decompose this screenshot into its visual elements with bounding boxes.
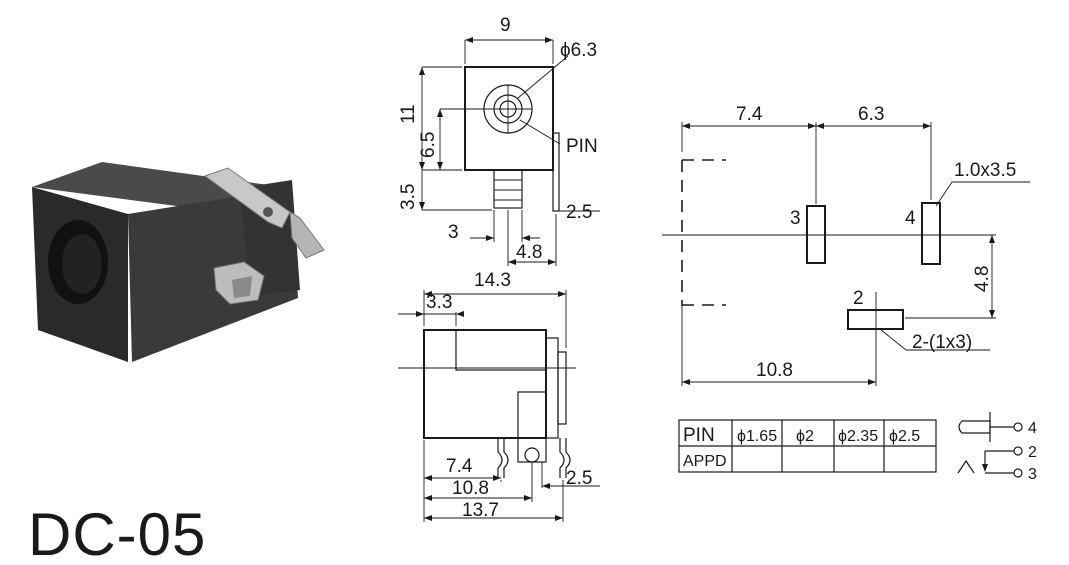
model-name: DC-05 bbox=[28, 501, 206, 565]
pad4-label: 4 bbox=[905, 208, 916, 229]
table-header-d2: ϕ2 bbox=[796, 428, 814, 445]
footprint-view bbox=[662, 122, 1030, 386]
side-front-depth-dim: 3.3 bbox=[426, 292, 452, 313]
side-view bbox=[398, 290, 600, 522]
pad2-size-label: 2-(1x3) bbox=[912, 332, 972, 353]
pin-table bbox=[678, 419, 937, 473]
schematic-symbol bbox=[957, 412, 1023, 478]
side-dim-a: 7.4 bbox=[446, 456, 473, 477]
side-dim-d: 2.5 bbox=[566, 468, 592, 489]
footprint-dim-vertical: 4.8 bbox=[972, 266, 993, 292]
table-header-d25: ϕ2.5 bbox=[889, 428, 920, 445]
footprint-dim-bottom: 10.8 bbox=[756, 360, 793, 381]
table-header-d165: ϕ1.65 bbox=[737, 428, 777, 445]
hole-diameter-dim: ϕ6.3 bbox=[560, 40, 597, 61]
front-view bbox=[419, 37, 600, 266]
table-header-d235: ϕ2.35 bbox=[838, 428, 878, 445]
front-bottom-height-dim: 3.5 bbox=[398, 184, 419, 210]
table-row-label-appd: APPD bbox=[683, 453, 727, 470]
pin-width-dim: 3 bbox=[448, 222, 459, 243]
pad3-label: 3 bbox=[790, 208, 801, 229]
pad4-size-label: 1.0x3.5 bbox=[954, 160, 1016, 181]
pin-label: PIN bbox=[566, 136, 598, 157]
footprint-dim-top-right: 6.3 bbox=[858, 104, 884, 125]
front-height-dim: 11 bbox=[398, 104, 419, 124]
front-width-dim: 9 bbox=[500, 15, 511, 36]
side-dim-b: 10.8 bbox=[452, 478, 489, 499]
schematic-pin3-label: 3 bbox=[1028, 466, 1037, 483]
schematic-pin4-label: 4 bbox=[1028, 420, 1037, 437]
product-photo bbox=[32, 162, 325, 362]
table-header-pin: PIN bbox=[683, 425, 715, 446]
footprint-dim-top-left: 7.4 bbox=[736, 104, 763, 125]
schematic-pin2-label: 2 bbox=[1028, 444, 1037, 461]
side-length-dim: 14.3 bbox=[474, 270, 511, 291]
side-dim-c: 13.7 bbox=[462, 500, 499, 521]
pin-right-offset-dim: 2.5 bbox=[566, 202, 592, 223]
front-center-height-dim: 6.5 bbox=[418, 132, 439, 158]
pin-offset-dim: 4.8 bbox=[516, 242, 542, 263]
pad2-label: 2 bbox=[853, 288, 864, 309]
